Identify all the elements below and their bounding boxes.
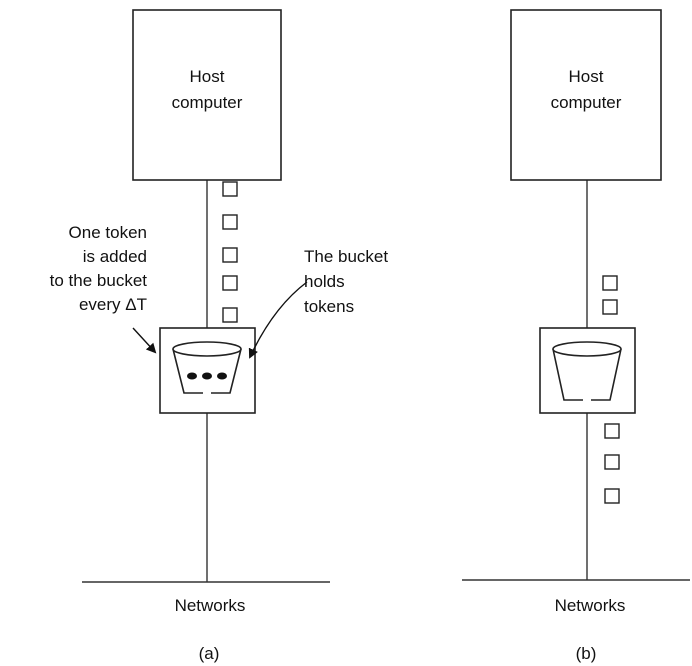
packet-a-1	[222, 181, 238, 197]
host-label-line2-a: computer	[172, 93, 243, 112]
packet-a-4	[222, 275, 238, 291]
annotation-right-line1: The bucket	[304, 247, 388, 266]
arrow-bucket-holds	[248, 281, 308, 359]
caption-b: (b)	[576, 644, 597, 663]
host-label-line2-b: computer	[551, 93, 622, 112]
annotation-left-line3: to the bucket	[50, 271, 148, 290]
caption-a: (a)	[199, 644, 220, 663]
packet-b-out-1	[604, 423, 620, 439]
host-label-line1-a: Host	[190, 67, 225, 86]
bucket-b	[552, 341, 622, 402]
packet-a-2	[222, 214, 238, 230]
token-a-2	[202, 372, 212, 380]
packet-b-in-1	[602, 275, 618, 291]
network-label-b: Networks	[555, 596, 626, 615]
annotation-left-line1: One token	[69, 223, 147, 242]
annotation-token-added: One token is added to the bucket every Δ…	[50, 223, 148, 314]
annotation-left-line4: every ΔT	[79, 295, 147, 314]
packet-a-5	[222, 307, 238, 323]
packet-a-3	[222, 247, 238, 263]
token-a-1	[187, 372, 197, 380]
annotation-right-line2: holds	[304, 272, 345, 291]
annotation-bucket-holds: The bucket holds tokens	[304, 247, 388, 316]
arrow-token-added	[132, 327, 157, 354]
packet-b-out-3	[604, 488, 620, 504]
annotation-right-line3: tokens	[304, 297, 354, 316]
host-computer-box-a	[132, 9, 282, 181]
network-label-a: Networks	[175, 596, 246, 615]
host-computer-box-b	[510, 9, 662, 181]
packet-b-in-2	[602, 299, 618, 315]
annotation-left-line2: is added	[83, 247, 147, 266]
bucket-a	[172, 341, 242, 395]
panel-b: Host computer Networks (b)	[462, 9, 690, 663]
host-label-line1-b: Host	[569, 67, 604, 86]
panel-a: Host computer One token is added to the …	[50, 9, 388, 663]
packet-b-out-2	[604, 454, 620, 470]
token-a-3	[217, 372, 227, 380]
